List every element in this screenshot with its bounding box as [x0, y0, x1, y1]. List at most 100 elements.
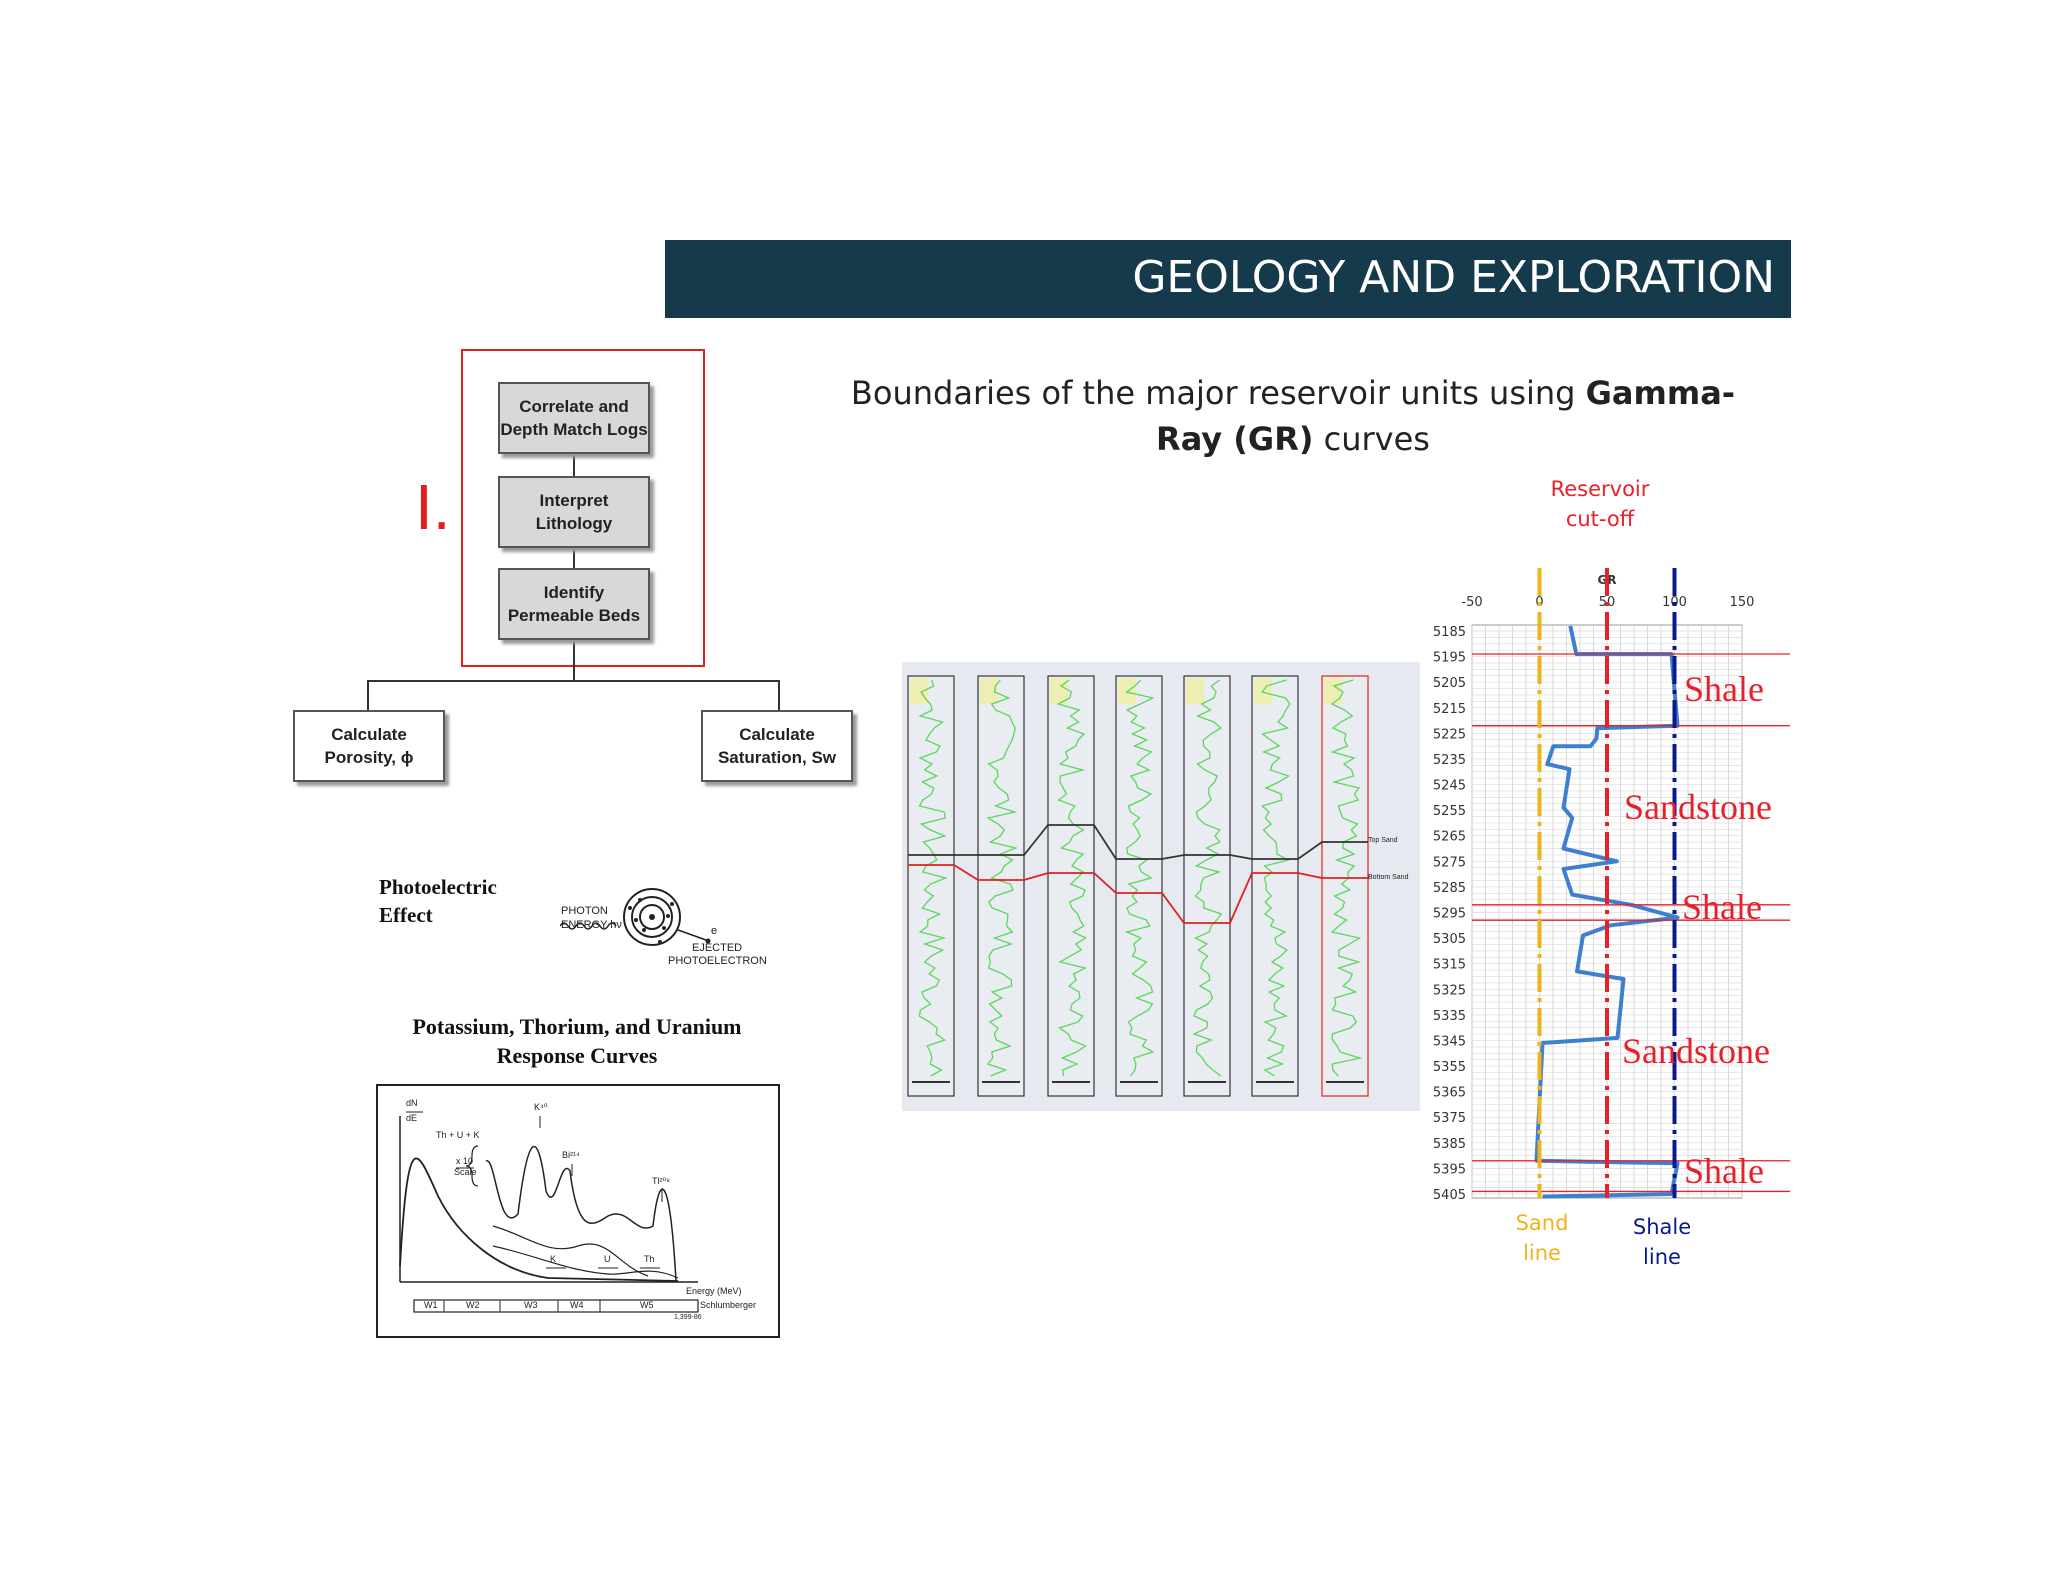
scale-label: Scale [454, 1167, 477, 1177]
bi214-label: Bi²¹⁴ [562, 1150, 580, 1160]
gr-depth-tick-label: 5295 [1433, 907, 1466, 922]
flow-connector [573, 452, 575, 480]
k-peak-label: K [550, 1254, 557, 1264]
ptu-title-line: Response Curves [496, 1043, 658, 1068]
shale-line-text: line [1643, 1245, 1681, 1269]
log-curve [1124, 679, 1155, 1077]
flow-step-line: Saturation, Sw [717, 748, 837, 767]
atom-shell-outer-icon [623, 888, 681, 946]
atom-shell-middle-icon [631, 896, 673, 938]
sand-line-text: Sand [1515, 1211, 1569, 1235]
gr-depth-tick-label: 5325 [1433, 983, 1466, 998]
gr-depth-tick-label: 5375 [1433, 1111, 1466, 1126]
heading-bold-2: Ray (GR) [1156, 420, 1314, 458]
atom-shell-inner-icon [639, 904, 665, 930]
gr-depth-tick-label: 5385 [1433, 1137, 1466, 1152]
scale-factor-label: x 10 [456, 1156, 474, 1166]
slide-heading: Boundaries of the major reservoir units … [838, 370, 1748, 462]
gr-depth-tick-label: 5245 [1433, 779, 1466, 794]
lithology-label: Shale [1682, 887, 1762, 927]
energy-window-bar [413, 1299, 699, 1313]
gr-depth-tick-label: 5345 [1433, 1034, 1466, 1049]
gr-depth-tick-label: 5365 [1433, 1086, 1466, 1101]
scaled-spectrum-curve [485, 1145, 677, 1282]
well-track [977, 675, 1025, 1097]
scale-brace-icon [465, 1145, 479, 1187]
k40-label: K⁴⁰ [534, 1102, 548, 1112]
flow-step-line: Depth Match Logs [500, 420, 648, 439]
well-track [1183, 675, 1231, 1097]
well-track [907, 675, 955, 1097]
reservoir-cutoff-line: cut-off [1565, 507, 1635, 531]
atom-nucleus-icon [649, 914, 655, 920]
flow-connector [573, 638, 575, 680]
gr-depth-tick-label: 5285 [1433, 881, 1466, 896]
gr-depth-tick-label: 5265 [1433, 830, 1466, 845]
flow-step-line: Interpret [539, 491, 609, 510]
window-label: W4 [570, 1300, 584, 1310]
energy-axis-label: Energy (MeV) [686, 1286, 742, 1296]
log-curve [1056, 679, 1088, 1077]
well-track [1115, 675, 1163, 1097]
photon-label: PHOTON [561, 905, 608, 917]
flow-connector [367, 680, 369, 712]
atom-diagram [560, 888, 711, 946]
gr-x-tick-label: -50 [1461, 595, 1482, 610]
flow-connector [573, 546, 575, 570]
ejected-label: EJECTED [692, 942, 743, 954]
top-sand-label: Top Sand [1368, 837, 1398, 844]
de-label: dE [406, 1113, 418, 1123]
banner-title: GEOLOGY AND EXPLORATION [1132, 252, 1775, 303]
flow-step-line: Lithology [535, 514, 613, 533]
figure-code-label: 1,399-86 [674, 1314, 702, 1321]
window-label: W3 [524, 1300, 538, 1310]
gr-depth-tick-label: 5185 [1433, 625, 1466, 640]
well-correlation-plot [907, 675, 1369, 1097]
photoelectric-title-line: Photoelectric [379, 875, 497, 899]
section-banner: GEOLOGY AND EXPLORATION [665, 240, 1791, 318]
total-spectrum-curve [399, 1157, 679, 1282]
spectrum-plot [399, 1111, 699, 1313]
lithology-label: Shale [1684, 669, 1764, 709]
sand-line-label: Sand line [1502, 1208, 1582, 1268]
gr-x-tick-label: 150 [1730, 595, 1755, 610]
brand-label: Schlumberger [700, 1300, 757, 1310]
sand-line-text: line [1523, 1241, 1561, 1265]
gr-depth-tick-label: 5275 [1433, 855, 1466, 870]
gr-depth-tick-label: 5305 [1433, 932, 1466, 947]
track-header-fill [910, 678, 928, 704]
electron-symbol: e [711, 925, 718, 937]
track-header-fill [1186, 678, 1204, 704]
shale-line-text: Shale [1632, 1215, 1692, 1239]
gr-depth-tick-label: 5235 [1433, 753, 1466, 768]
top-sand-line [908, 824, 1368, 860]
gr-depth-tick-label: 5395 [1433, 1162, 1466, 1177]
well-track [1321, 675, 1369, 1097]
u-peak-label: U [604, 1254, 611, 1264]
flow-step-line: Correlate and [519, 397, 629, 416]
bottom-sand-line [908, 864, 1368, 924]
log-curve [918, 679, 948, 1077]
bottom-sand-label: Bottom Sand [1368, 874, 1409, 881]
reservoir-cutoff-line: Reservoir [1550, 477, 1650, 501]
lithology-label: Sandstone [1624, 787, 1772, 827]
shale-line-label: Shale line [1622, 1212, 1702, 1272]
flow-step-line: Permeable Beds [507, 606, 641, 625]
photoelectric-title-line: Effect [379, 903, 433, 927]
window-label: W5 [640, 1300, 654, 1310]
gr-depth-tick-label: 5255 [1433, 804, 1466, 819]
ejection-arrow-icon [677, 929, 707, 941]
lithology-label: Sandstone [1622, 1031, 1770, 1071]
track-header-fill [1324, 678, 1342, 704]
heading-text-before: Boundaries of the major reservoir units … [850, 374, 1586, 412]
roman-marker: I. [415, 471, 451, 543]
photoelectron-label: PHOTOELECTRON [668, 955, 767, 967]
thuk-label: Th + U + K [436, 1130, 480, 1140]
flow-step-line: Calculate [331, 725, 407, 744]
track-header-fill [980, 678, 998, 704]
